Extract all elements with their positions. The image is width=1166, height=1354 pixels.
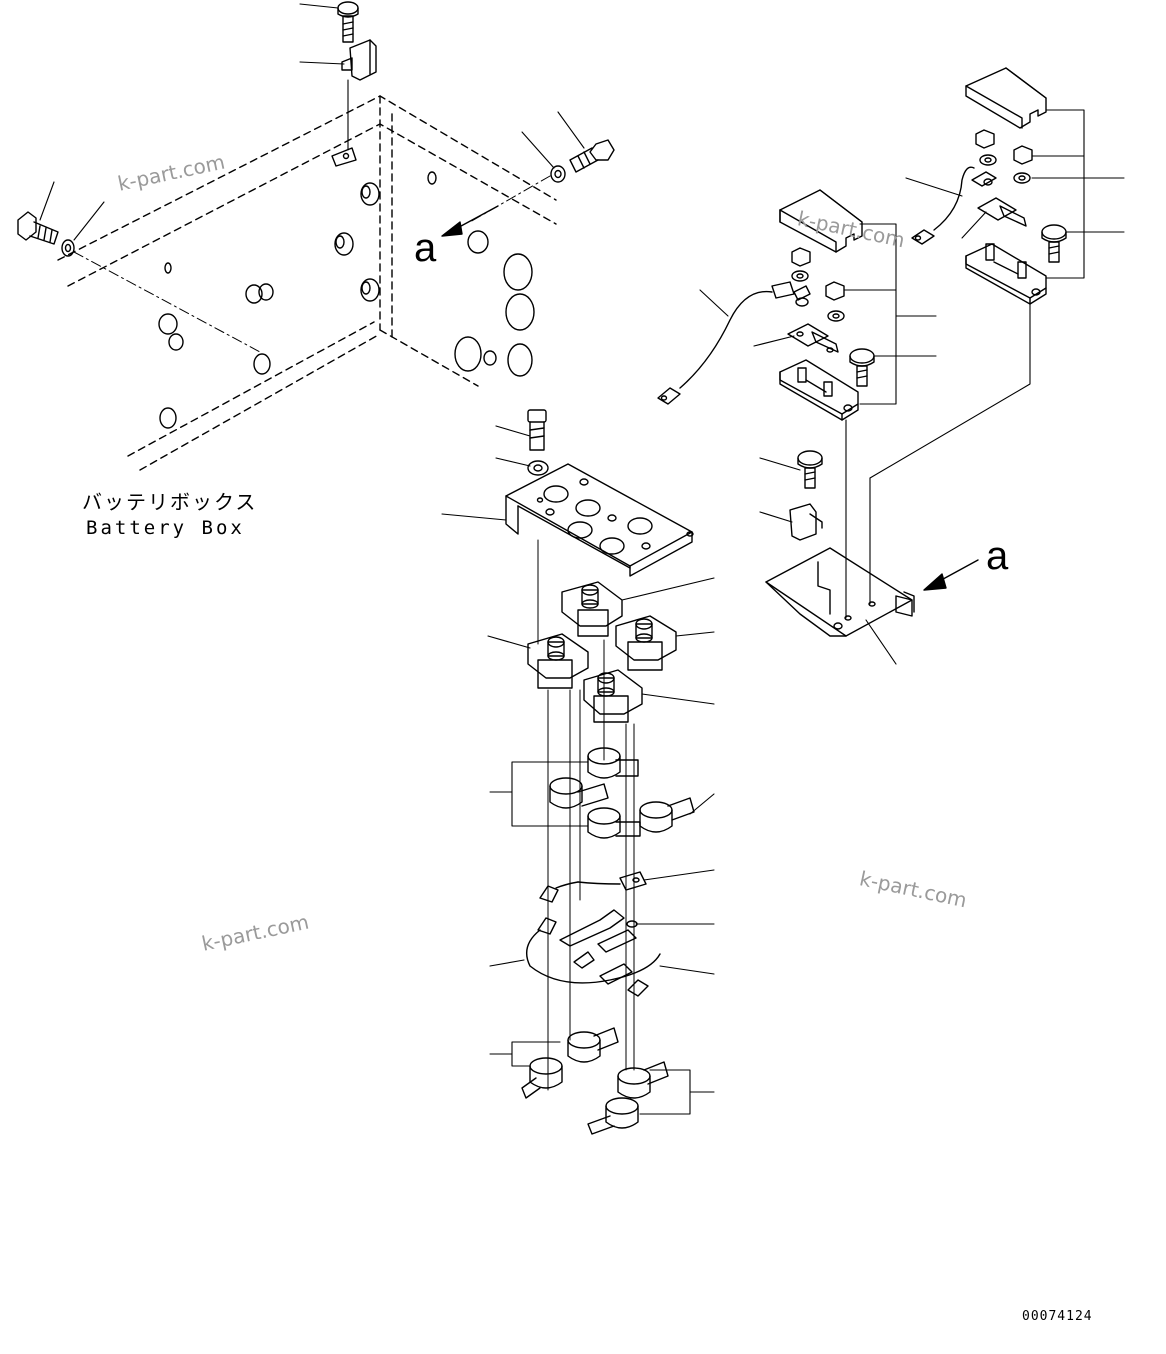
drawing-id: 00074124 bbox=[1022, 1309, 1093, 1324]
leader-lines-box bbox=[39, 3, 585, 241]
fuse-base-2 bbox=[965, 243, 1047, 305]
fuse-screw-1 bbox=[849, 348, 875, 387]
fuse-base-1 bbox=[779, 359, 859, 421]
bracket-bolt bbox=[797, 450, 823, 489]
arrow-a-right bbox=[923, 559, 979, 591]
left-washer bbox=[61, 239, 75, 257]
bracket-connector bbox=[789, 503, 823, 541]
battery-box-label-en: Battery Box bbox=[86, 517, 245, 539]
top-bolt bbox=[337, 1, 359, 43]
view-a-label-right: a bbox=[986, 534, 1009, 578]
battery-cables-middle bbox=[526, 871, 661, 997]
leader-lines-center bbox=[441, 425, 715, 975]
relay-mounting-plate bbox=[505, 463, 694, 577]
plate-washer bbox=[527, 460, 549, 476]
fuse-cover-1 bbox=[779, 189, 863, 253]
battery-box-label-jp: バッテリボックス bbox=[82, 490, 258, 514]
assembly-axis-lines bbox=[73, 175, 551, 353]
right-washer bbox=[550, 165, 566, 183]
view-a-label-left: a bbox=[414, 226, 437, 270]
bracket-cap-group bbox=[489, 761, 589, 827]
relay-4 bbox=[583, 669, 643, 723]
top-connector bbox=[341, 39, 377, 81]
relay-1 bbox=[561, 581, 623, 637]
fuse-nuts-washers-1 bbox=[791, 247, 845, 322]
right-bolt bbox=[569, 139, 615, 173]
fuse-wire-1 bbox=[657, 281, 795, 405]
terminal-caps-lower bbox=[521, 1027, 669, 1135]
fuse-link-2 bbox=[971, 171, 1027, 227]
relay-3 bbox=[527, 633, 589, 689]
bracket-lower-groups bbox=[489, 1041, 715, 1115]
left-bolt bbox=[17, 211, 59, 245]
battery-box-holes bbox=[158, 147, 535, 429]
vertical-assembly-lines bbox=[537, 539, 635, 1091]
fuse-link-1 bbox=[787, 285, 839, 353]
battery-box bbox=[57, 95, 557, 471]
plate-bolt bbox=[527, 409, 547, 451]
fuse-cover-2 bbox=[965, 67, 1047, 129]
relay-2 bbox=[615, 615, 677, 671]
fuse-wire-2 bbox=[911, 166, 975, 245]
arrow-a-left bbox=[441, 205, 499, 237]
fuse-mount-bracket bbox=[765, 547, 915, 637]
leader-lines-right bbox=[699, 109, 1125, 665]
fuse-screw-2 bbox=[1041, 224, 1067, 263]
fuse-nuts-washers-2 bbox=[975, 129, 1033, 184]
terminal-caps-upper bbox=[549, 747, 695, 839]
